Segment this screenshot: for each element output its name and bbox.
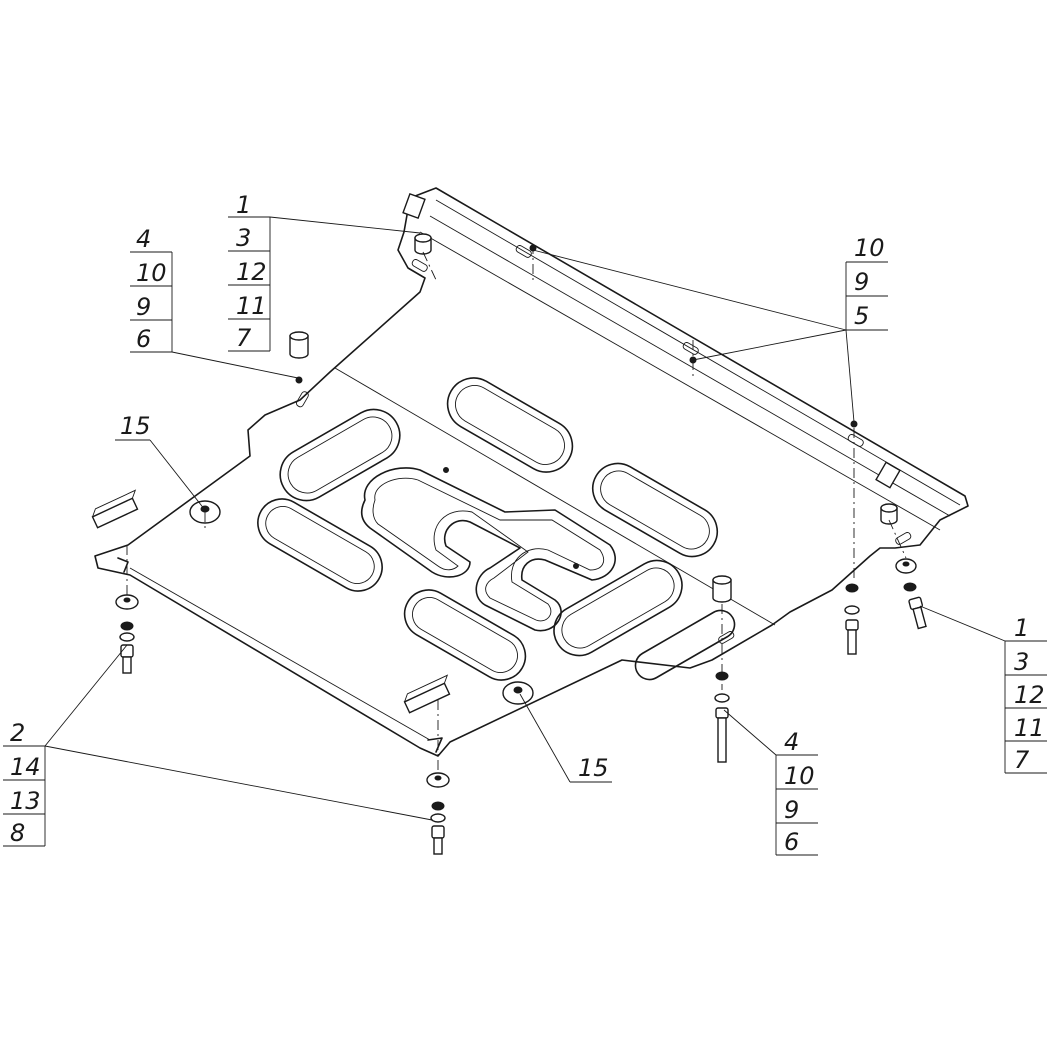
callout-label: 8 xyxy=(10,819,25,847)
callout-label: 1 xyxy=(1014,614,1029,642)
callout-label: 10 xyxy=(854,234,885,262)
assembly-centerlines xyxy=(126,244,907,772)
callout-label: 7 xyxy=(236,324,252,352)
callout-bottom-center: 4 10 9 6 xyxy=(723,709,818,856)
callout-label: 11 xyxy=(236,292,267,320)
callout-top-left: 4 10 9 6 xyxy=(130,225,299,379)
callout-label: 9 xyxy=(784,796,799,824)
stiffener-ribs xyxy=(257,377,736,681)
callout-label: 9 xyxy=(136,293,151,321)
callout-bottom-left: 2 14 13 8 xyxy=(3,644,433,847)
callout-label: 10 xyxy=(784,762,815,790)
callout-label: 7 xyxy=(1014,746,1030,774)
callout-label: 15 xyxy=(120,412,151,440)
callout-label: 2 xyxy=(10,719,25,747)
callout-label: 5 xyxy=(854,302,869,330)
callout-pad-bottom: 15 xyxy=(519,693,612,783)
callout-label: 3 xyxy=(236,224,251,252)
callouts: 1 3 12 11 7 4 10 9 6 10 xyxy=(3,191,1047,856)
callout-label: 15 xyxy=(578,754,609,782)
callout-label: 14 xyxy=(10,753,41,781)
callout-pad-left: 15 xyxy=(115,412,206,511)
callout-label: 6 xyxy=(784,828,799,856)
callout-label: 4 xyxy=(136,225,151,253)
callout-label: 3 xyxy=(1014,648,1029,676)
callout-label: 9 xyxy=(854,268,869,296)
callout-label: 10 xyxy=(136,259,167,287)
fasteners xyxy=(91,233,927,855)
callout-label: 6 xyxy=(136,325,151,353)
skid-plate xyxy=(94,187,969,757)
callout-label: 12 xyxy=(1014,681,1045,709)
callout-top-center: 1 3 12 11 7 xyxy=(228,191,421,352)
callout-label: 13 xyxy=(10,787,41,815)
callout-top-right: 10 9 5 xyxy=(532,234,888,423)
callout-label: 11 xyxy=(1014,714,1045,742)
callout-label: 4 xyxy=(784,728,799,756)
callout-label: 1 xyxy=(236,191,251,219)
callout-right: 1 3 12 11 7 xyxy=(919,605,1047,774)
callout-label: 12 xyxy=(236,258,267,286)
